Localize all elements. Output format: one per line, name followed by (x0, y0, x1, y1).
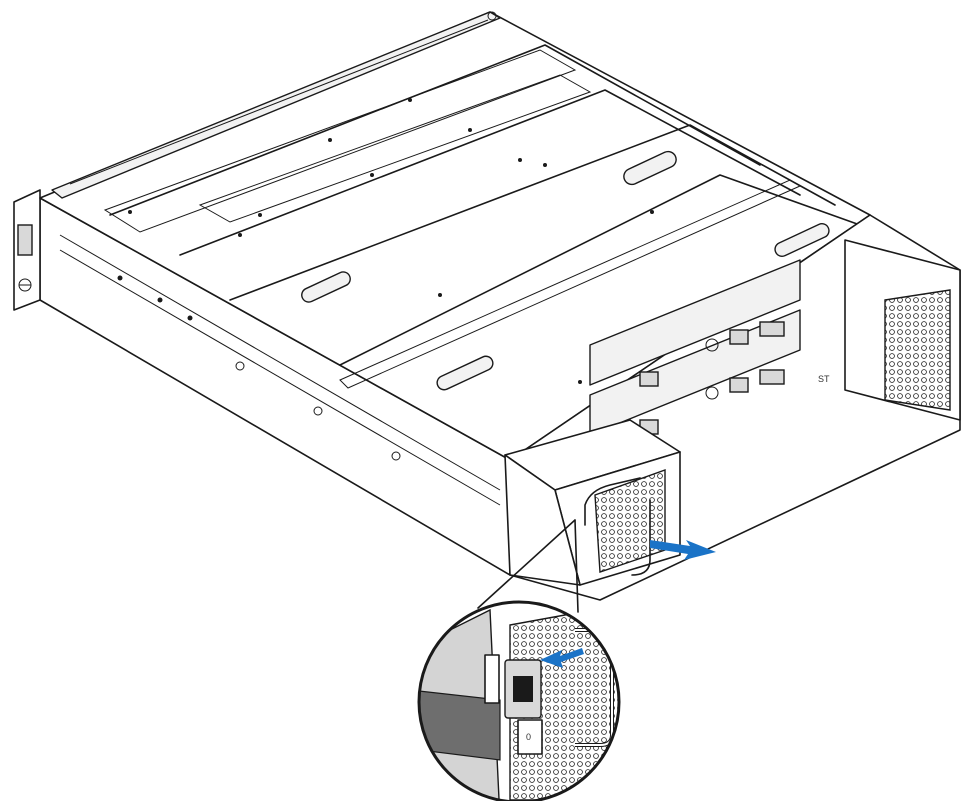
callout-leader (477, 519, 579, 613)
psu-switch-label: 0 (526, 732, 531, 742)
insert-arrow-icon (650, 540, 716, 560)
release-latch-arrow-icon (540, 648, 584, 668)
callout-magnified-view: 0 (417, 600, 621, 801)
psu-bay-label: ST (818, 374, 830, 384)
power-supply-being-inserted (504, 419, 681, 586)
controller-module-top (589, 259, 801, 386)
